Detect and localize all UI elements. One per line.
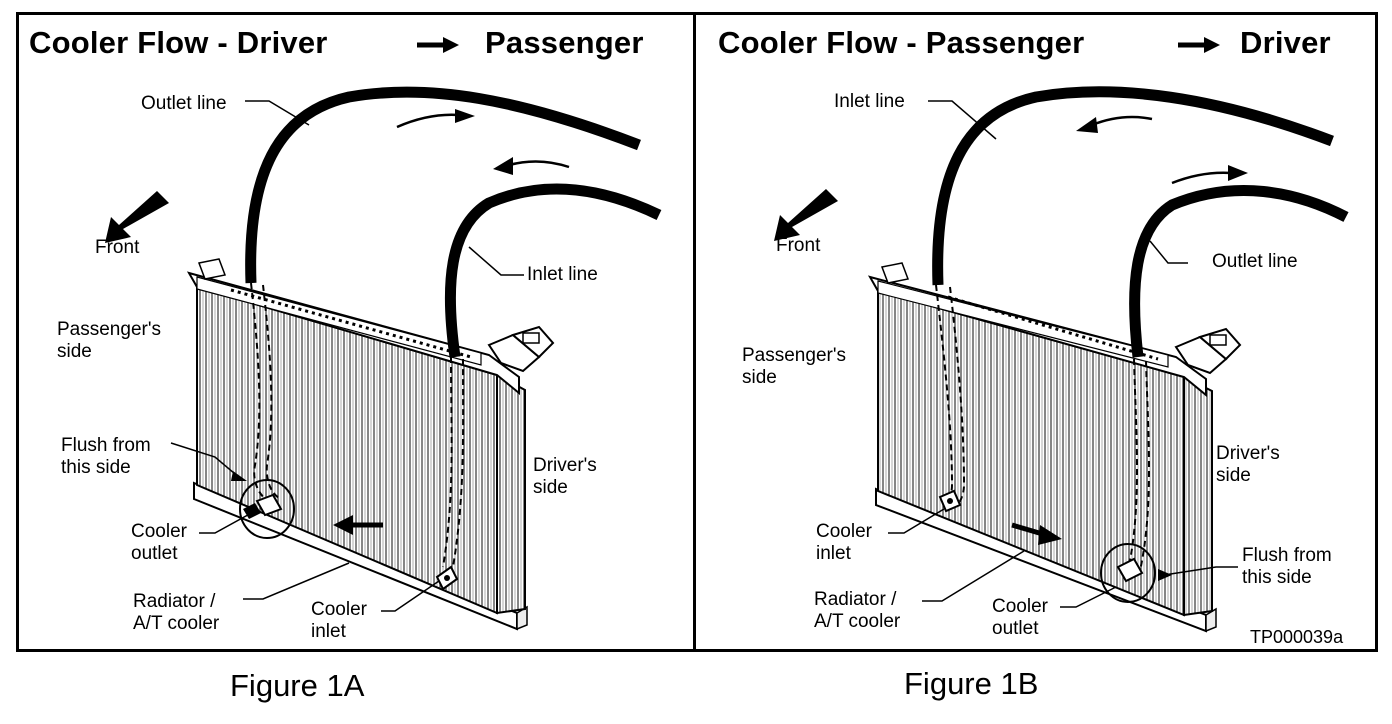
- outlet-line-hose: [1127, 185, 1349, 572]
- front-label: Front: [95, 237, 140, 258]
- flow-direction-arrow-icon: [1178, 37, 1220, 53]
- outlet-line-hose: [245, 86, 641, 504]
- cooler-inlet-fitting-icon: [938, 489, 962, 513]
- flush-arrowhead-icon: [231, 471, 247, 481]
- radiator-body: [186, 258, 555, 631]
- figure-1b-title-right: Driver: [1240, 25, 1331, 60]
- drivers-side-label: Driver's side: [1216, 443, 1280, 486]
- leader-lines: [888, 100, 1238, 608]
- outlet-flow-arrow-icon: [396, 109, 475, 129]
- radiator-label: Radiator / A/T cooler: [133, 591, 220, 634]
- cooler-outlet-fitting-icon: [239, 479, 295, 539]
- flush-arrowhead-icon: [1158, 569, 1172, 581]
- cooler-outlet-label: Cooler outlet: [131, 521, 187, 564]
- inlet-line-label: Inlet line: [527, 264, 598, 285]
- figure-1a-title-right: Passenger: [485, 25, 644, 60]
- figure-1b-title-left: Cooler Flow - Passenger: [718, 25, 1085, 60]
- figure-1a-caption: Figure 1A: [230, 668, 365, 703]
- cooler-outlet-label: Cooler outlet: [992, 596, 1048, 639]
- figure-1b-caption: Figure 1B: [904, 666, 1039, 701]
- figure-1b-panel: Cooler Flow - Passenger Driver Inlet lin…: [693, 12, 1378, 652]
- front-label: Front: [776, 235, 821, 256]
- cooler-inlet-label: Cooler inlet: [311, 599, 367, 642]
- figure-1a-title-left: Cooler Flow - Driver: [29, 25, 328, 60]
- flow-direction-arrow-icon: [417, 37, 459, 53]
- flush-label: Flush from this side: [1242, 545, 1332, 588]
- front-arrow-icon: [105, 191, 169, 243]
- inlet-line-label: Inlet line: [834, 91, 905, 112]
- leader-lines: [170, 100, 524, 612]
- cooler-inlet-label: Cooler inlet: [816, 521, 872, 564]
- part-number-label: TP000039a: [1250, 627, 1344, 647]
- outlet-line-label: Outlet line: [1212, 251, 1298, 272]
- inlet-flow-arrow-icon: [493, 157, 570, 175]
- cooler-outlet-fitting-icon: [1100, 543, 1156, 603]
- passengers-side-label: Passenger's side: [57, 319, 161, 362]
- front-arrow-icon: [774, 189, 838, 241]
- drivers-side-label: Driver's side: [533, 455, 597, 498]
- figure-1a-drawing: [105, 37, 662, 631]
- passengers-side-label: Passenger's side: [742, 345, 846, 388]
- radiator-body: [867, 262, 1242, 633]
- cooler-inlet-fitting-icon: [435, 565, 459, 591]
- outlet-line-label: Outlet line: [141, 93, 227, 114]
- radiator-label: Radiator / A/T cooler: [814, 589, 901, 632]
- figure-1b-drawing: [774, 37, 1349, 633]
- figure-1a-panel: Cooler Flow - Driver Passenger Outlet li…: [16, 12, 696, 652]
- flush-label: Flush from this side: [61, 435, 151, 478]
- outlet-flow-arrow-icon: [1171, 165, 1248, 185]
- inlet-line-hose: [442, 183, 662, 568]
- inlet-flow-arrow-icon: [1076, 115, 1153, 133]
